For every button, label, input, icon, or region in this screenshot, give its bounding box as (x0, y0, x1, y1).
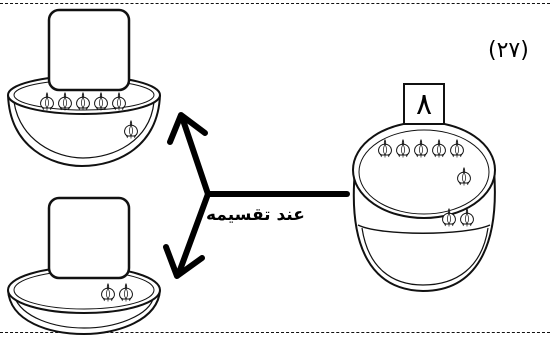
split-arrow-down (177, 191, 211, 273)
answer-box-top[interactable] (47, 8, 131, 92)
given-number: ٨ (415, 86, 433, 122)
arrowhead-down-icon (163, 244, 205, 279)
bottom-result-bowl (7, 196, 161, 336)
bottom-dashed-border (0, 332, 550, 333)
top-result-bowl (7, 8, 161, 168)
answer-box-bottom[interactable] (47, 196, 131, 280)
source-bowl (352, 83, 496, 293)
split-arrow-up (180, 117, 211, 197)
division-label: عند تقسيمه (206, 205, 305, 225)
split-arrows (163, 112, 350, 279)
top-dashed-border (0, 3, 550, 4)
arrowhead-up-icon (167, 112, 208, 145)
given-number-box (403, 83, 445, 125)
question-number: (٢٧) (488, 38, 529, 63)
